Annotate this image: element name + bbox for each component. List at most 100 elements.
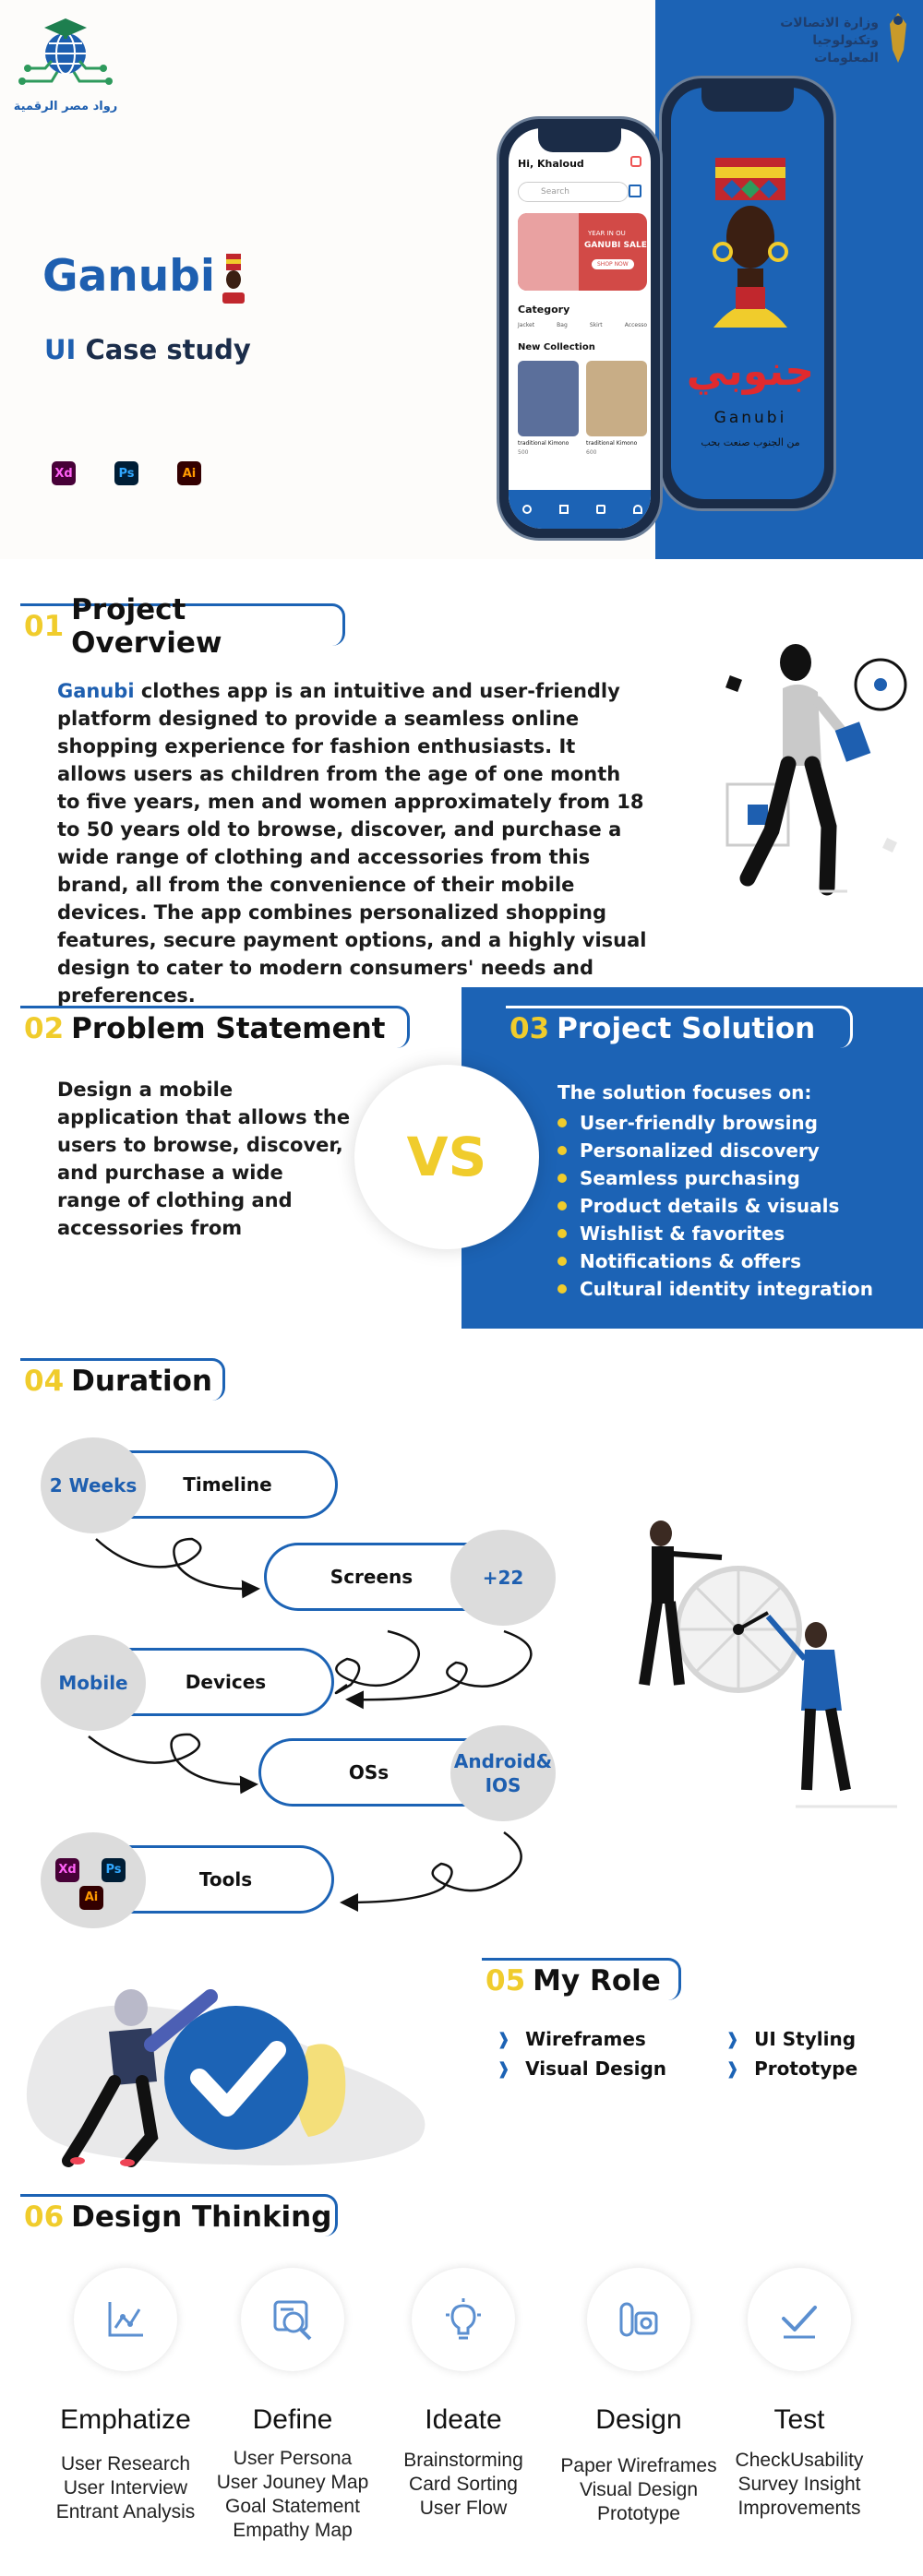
category-item[interactable]: Accesso bbox=[624, 322, 647, 328]
ganubi-mini-logo-icon bbox=[222, 254, 245, 304]
role-item: ❱ UI Styling bbox=[725, 2024, 892, 2054]
bullet-dot bbox=[557, 1174, 567, 1183]
ps-icon: Ps bbox=[102, 1858, 126, 1882]
xd-icon: Xd bbox=[55, 1858, 79, 1882]
category-item[interactable]: Bag bbox=[557, 322, 568, 328]
category-item[interactable]: Skirt bbox=[589, 322, 603, 328]
product-name-1: traditional Kimono bbox=[518, 440, 569, 447]
section-title: Project Solution bbox=[557, 1011, 816, 1045]
solution-header: 03 Project Solution bbox=[506, 1006, 853, 1048]
stage-icon-circle bbox=[74, 2268, 177, 2371]
bullet-dot bbox=[557, 1146, 567, 1155]
orders-icon[interactable] bbox=[596, 505, 605, 514]
banner-line1: YEAR IN OU bbox=[588, 230, 626, 237]
problem-text: Design a mobile application that allows … bbox=[57, 1079, 351, 1239]
stage-item: User Persona bbox=[233, 2448, 353, 2469]
banner-shop-button[interactable]: SHOP NOW bbox=[592, 259, 634, 269]
bullet-dot bbox=[557, 1118, 567, 1127]
stage-item: Goal Statement bbox=[225, 2496, 360, 2517]
bullet-dot bbox=[557, 1229, 567, 1238]
stage-item: Brainstorming bbox=[403, 2450, 523, 2471]
solution-item: Cultural identity integration bbox=[557, 1275, 873, 1303]
role-header: 05 My Role bbox=[482, 1958, 681, 2000]
rowad-misr-logo: رواد مصر الرقمية bbox=[11, 13, 120, 114]
solution-list: User-friendly browsing Personalized disc… bbox=[557, 1109, 873, 1303]
stage-design: Design Paper Wireframes Visual Design Pr… bbox=[556, 2268, 722, 2526]
check-icon bbox=[782, 2306, 817, 2339]
product-price-2: 600 bbox=[586, 449, 597, 456]
phone-mockup-brand: جنوبي Ganubi من الجنوب صنعت بحب bbox=[659, 76, 836, 511]
section-title: Project Overview bbox=[71, 592, 222, 660]
stage-icon-circle bbox=[241, 2268, 344, 2371]
product-card-image-2[interactable] bbox=[586, 361, 647, 436]
cart-icon[interactable] bbox=[559, 505, 569, 514]
section-number: 06 bbox=[24, 2200, 65, 2234]
stage-item: User Flow bbox=[419, 2498, 508, 2519]
stage-icon-circle bbox=[748, 2268, 851, 2371]
bell-icon bbox=[630, 156, 641, 167]
product-price-1: 500 bbox=[518, 449, 529, 456]
chevron-right-icon: ❱ bbox=[497, 2058, 511, 2079]
hero-subtitle-ui: UI bbox=[44, 334, 77, 365]
stage-title: Define bbox=[252, 2404, 333, 2435]
hero-tools: Xd Ps Ai bbox=[52, 461, 201, 485]
section-number: 05 bbox=[485, 1963, 526, 1998]
bullet-dot bbox=[557, 1201, 567, 1210]
overview-body: clothes app is an intuitive and user-fri… bbox=[57, 680, 647, 1007]
solution-item: Wishlist & favorites bbox=[557, 1220, 873, 1247]
solution-item: Personalized discovery bbox=[557, 1137, 873, 1164]
section-title: Duration bbox=[71, 1364, 212, 1398]
solution-item: Seamless purchasing bbox=[557, 1164, 873, 1192]
hero-subtitle-rest: Case study bbox=[85, 334, 251, 365]
solution-item-label: Personalized discovery bbox=[580, 1139, 820, 1162]
brand-latin-name: Ganubi bbox=[713, 409, 787, 427]
solution-item-label: Wishlist & favorites bbox=[580, 1222, 785, 1245]
stage-item: User Research bbox=[60, 2453, 191, 2475]
stage-title: Emphatize bbox=[60, 2404, 191, 2435]
chevron-right-icon: ❱ bbox=[497, 2029, 511, 2049]
stage-emphatize: Emphatize User Research User Interview E… bbox=[42, 2268, 209, 2524]
ai-icon: Ai bbox=[177, 461, 201, 485]
thinking-header: 06 Design Thinking bbox=[20, 2194, 338, 2236]
duration-row-tools: Tools bbox=[120, 1845, 334, 1914]
ministry-emblem-icon bbox=[890, 13, 906, 63]
design-tools-icon bbox=[619, 2302, 658, 2337]
mock-bottom-nav bbox=[509, 490, 651, 529]
oss-value: Android& IOS bbox=[450, 1725, 556, 1821]
role-item: ❱Prototype bbox=[725, 2054, 892, 2083]
home-icon[interactable] bbox=[522, 505, 532, 514]
profile-icon[interactable] bbox=[633, 505, 642, 514]
stage-ideate: Ideate Brainstorming Card Sorting User F… bbox=[380, 2268, 546, 2521]
phone-notch bbox=[538, 128, 621, 152]
hero-subtitle: UI Case study bbox=[44, 334, 251, 365]
role-item-label: Visual Design bbox=[525, 2057, 667, 2080]
devices-value: Mobile bbox=[41, 1635, 146, 1731]
tools-value: Xd Ps Ai bbox=[41, 1832, 146, 1928]
overview-brand: Ganubi bbox=[57, 680, 135, 702]
stage-icon-circle bbox=[412, 2268, 515, 2371]
ministry-logo: وزارة الاتصالات وتكنولوجيا المعلومات bbox=[775, 9, 914, 74]
stage-title: Ideate bbox=[425, 2404, 502, 2435]
stage-item: Entrant Analysis bbox=[55, 2501, 196, 2522]
ai-icon: Ai bbox=[79, 1886, 103, 1910]
role-list: ❱Wireframes ❱ UI Styling ❱ Visual Design ❱… bbox=[497, 2024, 903, 2083]
screens-value: +22 bbox=[450, 1530, 556, 1626]
category-item[interactable]: Jacket bbox=[518, 322, 535, 328]
stage-item: User Interview bbox=[63, 2477, 188, 2498]
role-item-label: UI Styling bbox=[754, 2028, 857, 2050]
chevron-right-icon: ❱ bbox=[725, 2029, 740, 2049]
solution-item-label: Notifications & offers bbox=[580, 1250, 802, 1272]
product-card-image-1[interactable] bbox=[518, 361, 579, 436]
globe-logo-icon bbox=[18, 18, 113, 85]
stage-item: Prototype bbox=[597, 2503, 680, 2524]
role-item: ❱Wireframes bbox=[497, 2024, 725, 2054]
mock-new-collection: New Collection bbox=[518, 342, 595, 352]
duration-row-oss: OSs bbox=[258, 1738, 476, 1807]
phone-notch bbox=[701, 88, 794, 112]
home-screen: Hi, Khaloud Search YEAR IN OU GANUBI SAL… bbox=[509, 128, 651, 529]
stage-item: CheckUsability bbox=[735, 2450, 864, 2471]
mock-banner: YEAR IN OU GANUBI SALE SHOP NOW bbox=[518, 213, 647, 291]
stage-define: Define User Persona User Jouney Map Goal… bbox=[210, 2268, 376, 2543]
section-title: Design Thinking bbox=[71, 2200, 332, 2234]
org-logo-text: رواد مصر الرقمية bbox=[13, 100, 118, 113]
